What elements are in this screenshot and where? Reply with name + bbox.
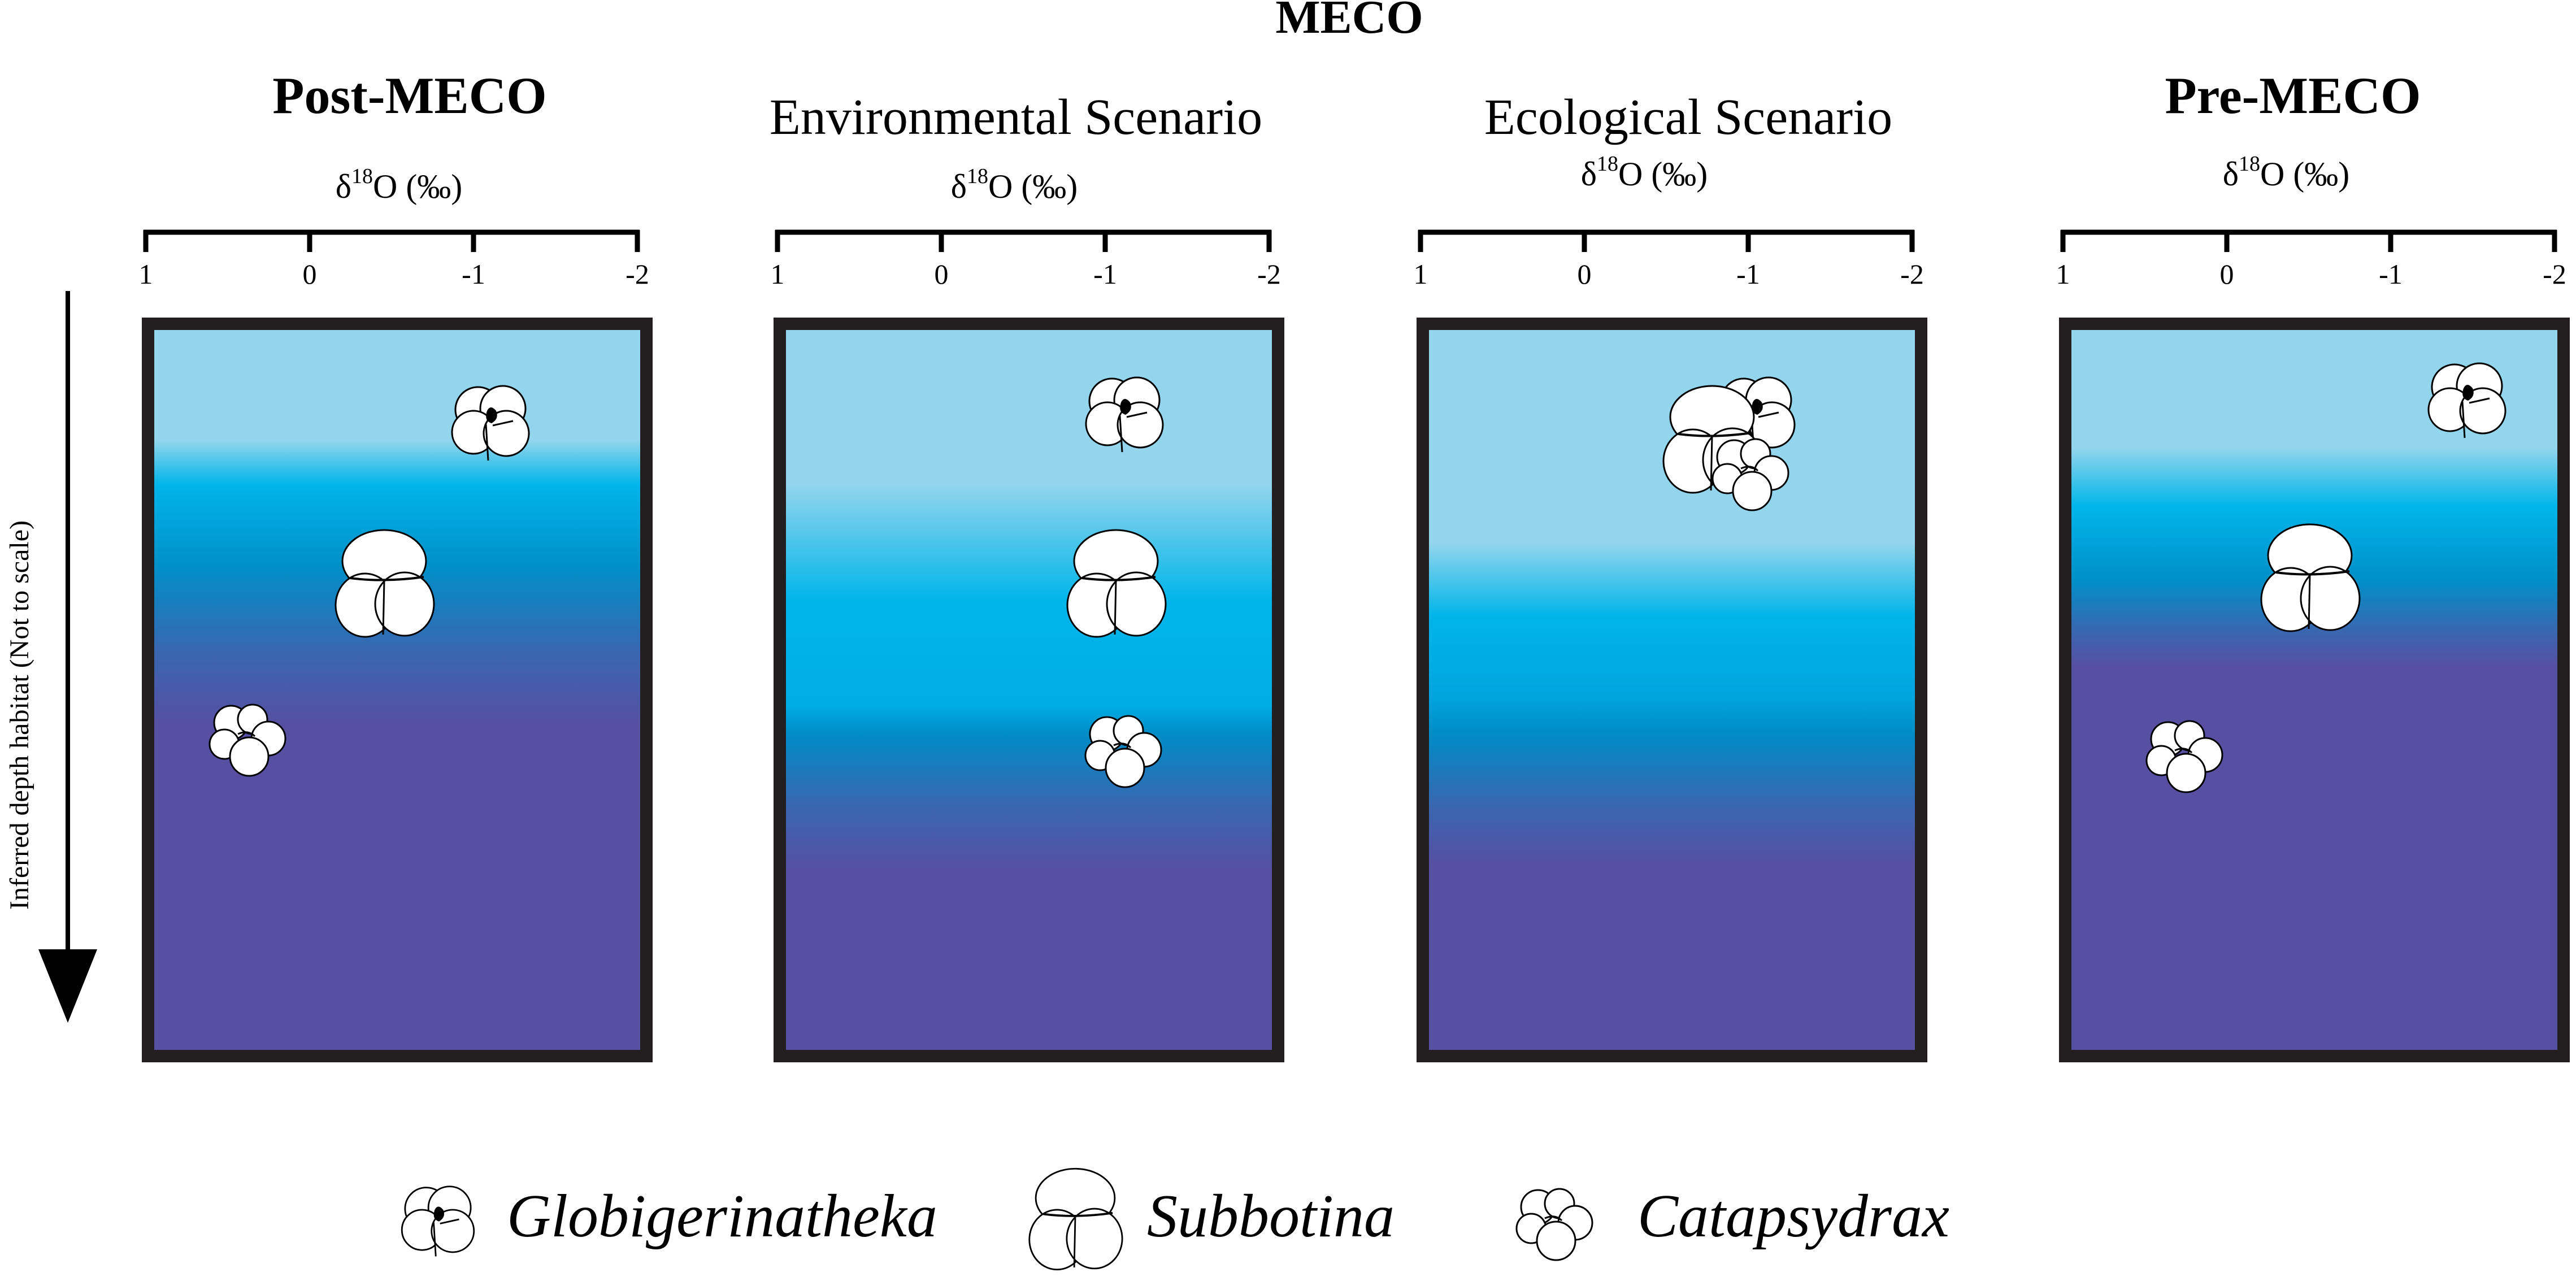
tick-label: -2 — [2543, 258, 2566, 290]
legend-label-catapsydrax: Catapsydrax — [1637, 1183, 1949, 1250]
tick-label: -2 — [1900, 258, 1924, 290]
tick-label: -2 — [1257, 258, 1281, 290]
depth-arrow — [38, 291, 97, 1023]
axis-line — [1418, 229, 1915, 252]
subbotina-icon — [2260, 523, 2361, 632]
legend: Globigerinatheka Subbotina Catapsydrax — [401, 1167, 1949, 1271]
tick-label: 1 — [771, 258, 785, 290]
panel-title: Environmental Scenario — [770, 89, 1262, 145]
subbotina-icon — [1066, 529, 1167, 638]
figure-title: MECO — [1275, 0, 1423, 44]
panel-pre-meco: Pre-MECO δ18O (‰) 1 0 -1 -2 — [2056, 67, 2570, 1062]
tick-label: 1 — [2056, 258, 2070, 290]
axis-line — [143, 229, 640, 252]
tick-label: 0 — [1578, 258, 1592, 290]
panel-title: Ecological Scenario — [1484, 89, 1892, 145]
panel-title: Pre-MECO — [2165, 67, 2421, 124]
legend-label-subbotina: Subbotina — [1147, 1183, 1395, 1250]
axis-label: δ18O (‰) — [336, 164, 463, 205]
tick-label: -1 — [2379, 258, 2403, 290]
axis-label: δ18O (‰) — [951, 164, 1078, 205]
globigerinatheka-icon — [2427, 362, 2507, 439]
water-column — [774, 318, 1284, 1062]
tick-label: -1 — [462, 258, 485, 290]
globigerinatheka-icon — [401, 1186, 475, 1257]
tick-label: -1 — [1093, 258, 1117, 290]
axis-line — [2060, 229, 2557, 252]
panel-title: Post-MECO — [272, 67, 546, 124]
water-column — [142, 318, 653, 1062]
tick-label: 1 — [139, 258, 153, 290]
depth-axis-label: Inferred depth habitat (Not to scale) — [5, 520, 34, 910]
subbotina-icon — [335, 529, 435, 638]
globigerinatheka-icon — [1085, 376, 1164, 453]
axis-label: δ18O (‰) — [2223, 152, 2350, 193]
tick-label: -2 — [625, 258, 649, 290]
tick-label: 0 — [303, 258, 317, 290]
tick-label: 0 — [2220, 258, 2234, 290]
catapsydrax-icon — [1515, 1188, 1593, 1261]
legend-label-globigerinatheka: Globigerinatheka — [507, 1183, 937, 1250]
water-column — [1417, 318, 1927, 1062]
tick-label: -1 — [1736, 258, 1760, 290]
globigerinatheka-icon — [451, 385, 530, 462]
water-column — [2059, 318, 2570, 1062]
axis-line — [775, 229, 1272, 252]
tick-label: 1 — [1414, 258, 1428, 290]
panel-environmental-scenario: Environmental Scenario δ18O (‰) 1 0 -1 -… — [770, 89, 1284, 1062]
tick-label: 0 — [935, 258, 949, 290]
panel-post-meco: Post-MECO δ18O (‰) 1 0 -1 -2 — [139, 67, 653, 1062]
axis-label: δ18O (‰) — [1581, 152, 1708, 193]
subbotina-icon — [1028, 1167, 1124, 1271]
panel-ecological-scenario: Ecological Scenario δ18O (‰) 1 0 -1 -2 — [1414, 89, 1927, 1062]
